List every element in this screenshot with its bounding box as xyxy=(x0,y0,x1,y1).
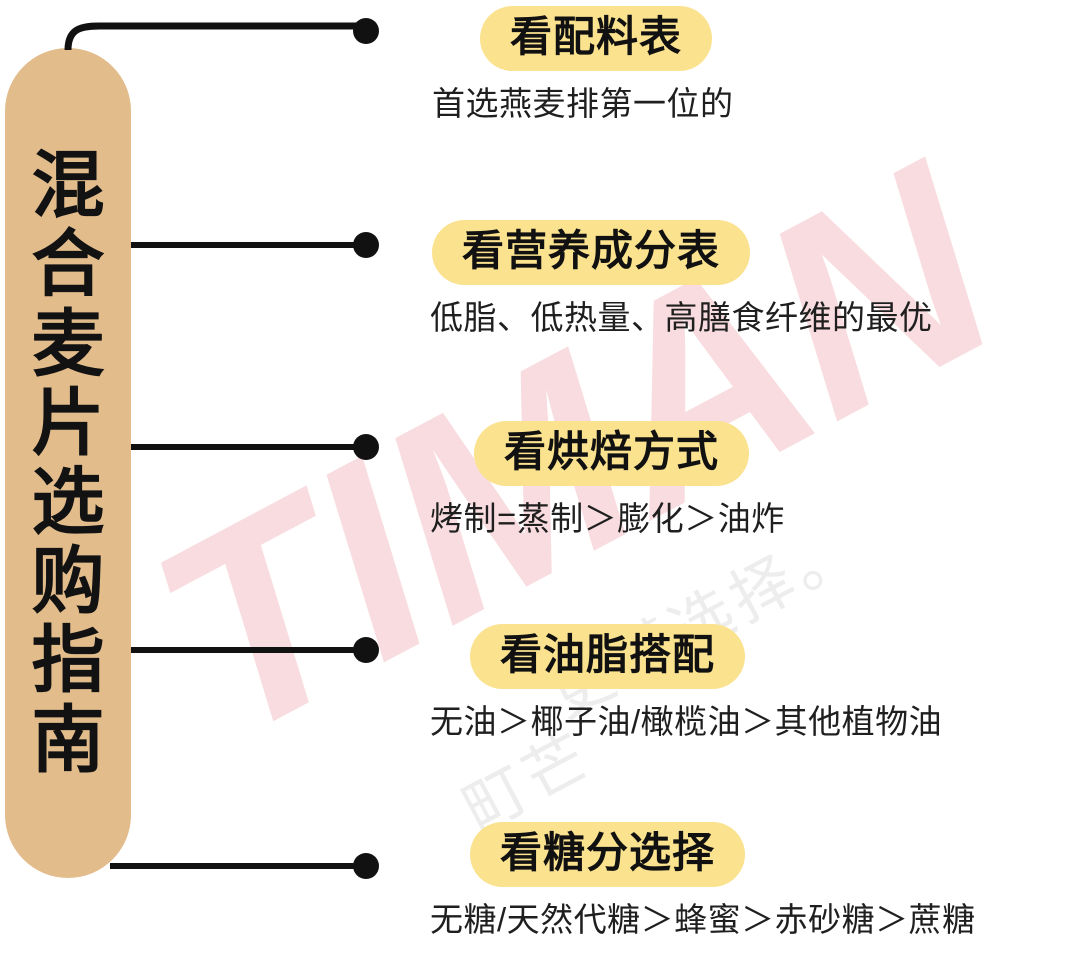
list-item: 看油脂搭配 无油＞椰子油/橄榄油＞其他植物油 xyxy=(428,624,942,742)
item-description-2: 低脂、低热量、高膳食纤维的最优 xyxy=(430,298,933,336)
vertical-title-bar: 混 合 麦 片 选 购 指 南 xyxy=(5,48,131,878)
list-item: 看烘焙方式 烤制=蒸制＞膨化＞油炸 xyxy=(428,421,785,539)
item-description-5: 无糖/天然代糖＞蜂蜜＞赤砂糖＞蔗糖 xyxy=(430,900,976,938)
item-description-1: 首选燕麦排第一位的 xyxy=(432,84,734,122)
item-description-4: 无油＞椰子油/橄榄油＞其他植物油 xyxy=(430,702,943,740)
connector-dot-4 xyxy=(353,637,379,663)
item-heading-2[interactable]: 看营养成分表 xyxy=(432,220,751,285)
item-heading-4[interactable]: 看油脂搭配 xyxy=(470,624,746,689)
connector-line-1 xyxy=(64,22,360,51)
connector-dot-5 xyxy=(353,853,379,879)
item-heading-1[interactable]: 看配料表 xyxy=(480,6,713,71)
item-heading-3[interactable]: 看烘焙方式 xyxy=(474,421,750,486)
list-item: 看配料表 首选燕麦排第一位的 xyxy=(428,6,734,124)
page-title: 混 合 麦 片 选 购 指 南 xyxy=(31,145,105,781)
connector-dot-1 xyxy=(353,18,379,44)
item-description-3: 烤制=蒸制＞膨化＞油炸 xyxy=(430,499,785,537)
list-item: 看糖分选择 无糖/天然代糖＞蜂蜜＞赤砂糖＞蔗糖 xyxy=(428,822,976,940)
list-item: 看营养成分表 低脂、低热量、高膳食纤维的最优 xyxy=(428,220,933,338)
connector-dot-2 xyxy=(353,232,379,258)
item-heading-5[interactable]: 看糖分选择 xyxy=(470,822,746,887)
connector-dot-3 xyxy=(353,434,379,460)
